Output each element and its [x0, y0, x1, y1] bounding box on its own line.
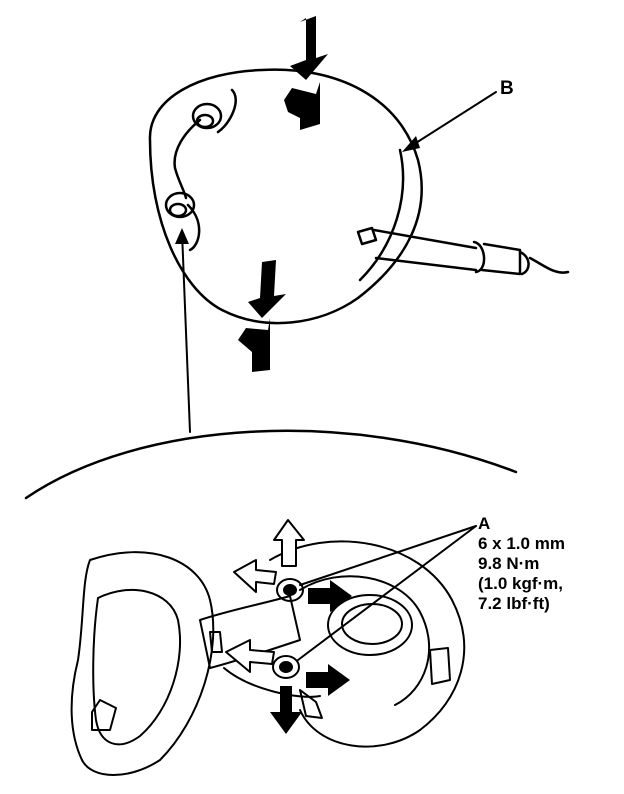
torque-kgfm-text: (1.0 kgf·m, [478, 574, 564, 593]
housing-latch [429, 647, 451, 685]
removal-arrow-left-upper [233, 559, 277, 593]
hinge-spring-wire [173, 88, 237, 252]
label-a-callout: A 6 x 1.0 mm 9.8 N·m (1.0 kgf·m, 7.2 lbf… [478, 514, 565, 614]
lid-clip-upper [191, 102, 223, 130]
filler-neck-cap [327, 594, 413, 656]
pinch-arrow-bottom [238, 260, 286, 372]
clip-leader-line [181, 231, 191, 433]
label-a-leader-upper [299, 525, 477, 586]
spring-clip [299, 689, 323, 719]
open-lid [70, 551, 215, 776]
torque-lbfft-text: 7.2 lbf·ft) [478, 594, 550, 613]
bolt-lower [272, 655, 300, 679]
solid-arrows [270, 580, 352, 734]
filler-housing [269, 540, 466, 748]
solid-arrow-right-lower [306, 664, 350, 696]
lid-clip-lower [164, 191, 196, 219]
hinge-arm-tab [209, 631, 223, 653]
label-b: B [500, 78, 514, 99]
solid-arrow-right-upper [308, 580, 352, 612]
label-a-leader-lower [297, 525, 477, 661]
label-b-leader [407, 91, 497, 149]
lid-hinge-tab [91, 699, 117, 731]
open-lid-inner [92, 588, 182, 746]
torque-nm-text: 9.8 N·m [478, 554, 540, 573]
hinge-arm [199, 595, 301, 669]
clip-leader-arrowhead [175, 228, 189, 244]
filler-housing-inner [299, 575, 430, 706]
body-panel-line [24, 429, 518, 500]
removal-arrow-up [273, 519, 305, 567]
lid-opener-actuator [356, 226, 570, 276]
bolt-size-text: 6 x 1.0 mm [478, 534, 565, 553]
removal-arrow-left-lower [225, 639, 275, 673]
label-a: A [478, 514, 491, 533]
bolt-upper [276, 578, 304, 602]
hinge-spring [223, 667, 321, 698]
solid-arrow-down [270, 686, 302, 734]
pinch-arrow-top [284, 16, 328, 130]
label-b-arrowhead [402, 136, 420, 152]
lid-inner-edge [358, 148, 405, 282]
